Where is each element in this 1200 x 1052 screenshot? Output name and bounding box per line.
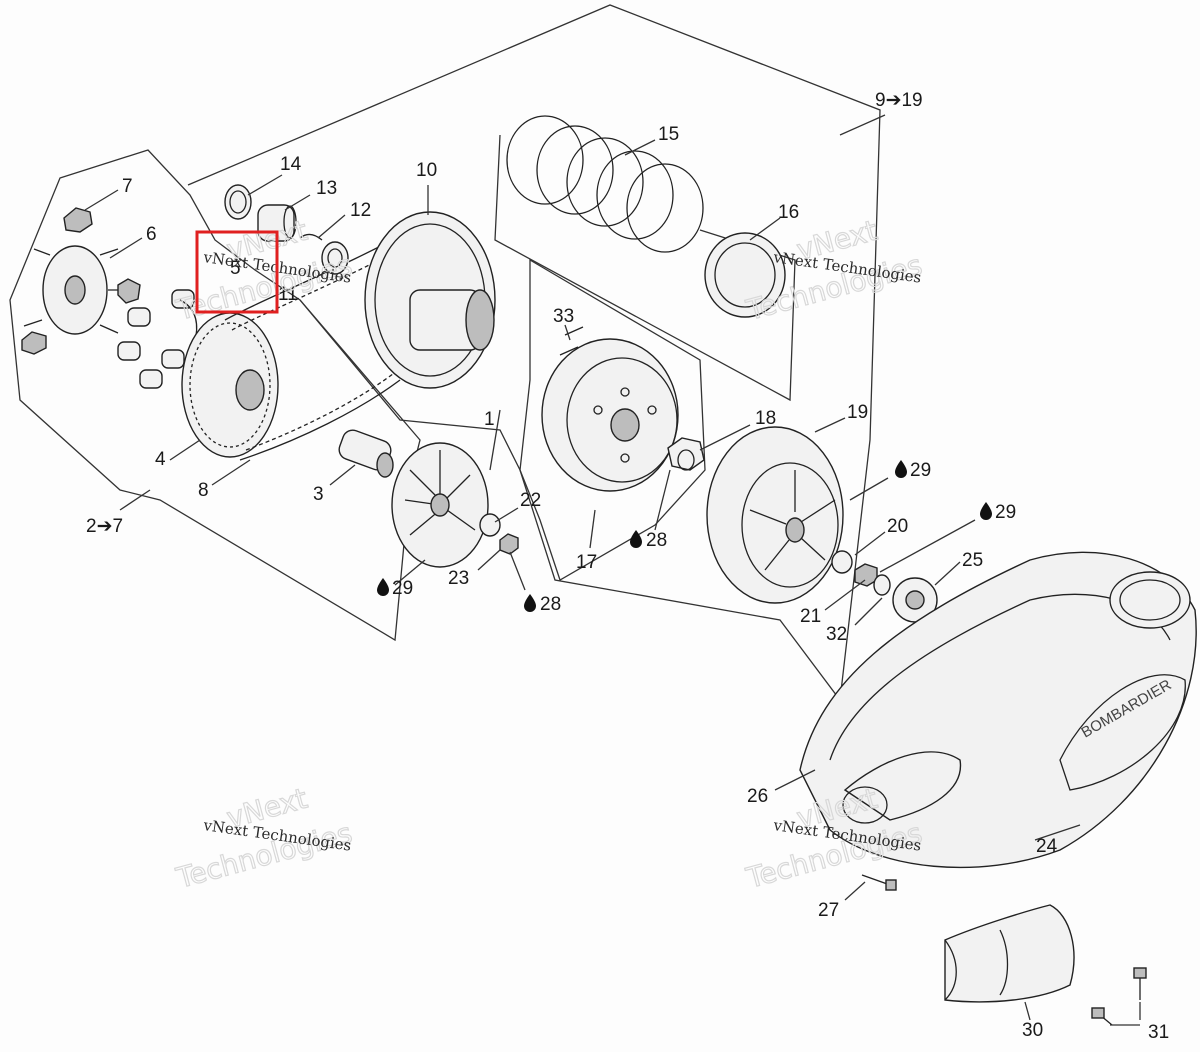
callout-13: 13 — [316, 178, 337, 199]
callout-9-19: 9➔19 — [875, 90, 923, 111]
part-27 — [861, 874, 897, 891]
callout-24: 24 — [1036, 836, 1058, 857]
part-17 — [541, 338, 679, 492]
group-outline-9-19 — [187, 4, 881, 702]
part-7 — [63, 207, 93, 233]
callout-22: 22 — [520, 490, 541, 511]
callout-32: 32 — [826, 624, 847, 645]
callout-11: 11 — [278, 284, 298, 305]
callout-19: 19 — [847, 402, 868, 423]
leader-2-7 — [119, 489, 151, 511]
part-6 — [23, 245, 128, 335]
part-20 — [831, 550, 853, 574]
part-24: BOMBARDIER — [799, 551, 1197, 869]
part-18 — [667, 437, 705, 471]
callout-8: 8 — [198, 480, 209, 501]
callout-12: 12 — [350, 200, 371, 221]
part-7b — [21, 331, 47, 355]
oil-drop-icon — [895, 460, 907, 478]
callout-29-top: 29 — [910, 460, 931, 481]
group-outline-17-18 — [519, 258, 706, 581]
callout-2-7: 2➔7 — [86, 516, 123, 537]
oil-drop-icon — [980, 502, 992, 520]
callout-25: 25 — [962, 550, 983, 571]
callout-7: 7 — [122, 176, 133, 197]
part-16 — [704, 232, 786, 318]
callout-15: 15 — [658, 124, 679, 145]
callout-30: 30 — [1022, 1020, 1043, 1041]
callout-18: 18 — [755, 408, 776, 429]
callout-23: 23 — [448, 568, 469, 589]
callout-33: 33 — [553, 306, 574, 327]
callout-labels: 1 2➔7 3 4 5 6 7 8 9➔19 10 11 12 13 14 15… — [86, 90, 1169, 1043]
watermark-bottom-left: vNext Technologies vNext Technologies — [172, 781, 356, 896]
part-23 — [499, 533, 519, 555]
callout-4: 4 — [155, 449, 166, 470]
part-14 — [224, 184, 252, 220]
part-26 — [842, 751, 962, 824]
callout-3: 3 — [313, 484, 324, 505]
callout-20: 20 — [887, 516, 908, 537]
callout-17: 17 — [576, 552, 597, 573]
part-12 — [321, 241, 349, 275]
part-15 — [506, 115, 704, 253]
part-3 — [338, 429, 394, 478]
callout-31: 31 — [1148, 1022, 1169, 1043]
callout-26: 26 — [747, 786, 768, 807]
lubricant-drop-icons — [377, 460, 992, 612]
part-1 — [391, 442, 489, 568]
callout-28-bottom: 28 — [540, 594, 561, 615]
part-6b — [117, 278, 141, 304]
callout-10: 10 — [416, 160, 437, 181]
oil-drop-icon — [377, 578, 389, 596]
callout-27: 27 — [818, 900, 839, 921]
part-19 — [706, 426, 844, 604]
oil-drop-icon — [630, 530, 642, 548]
leader-9-19 — [839, 114, 886, 136]
callout-6: 6 — [146, 224, 157, 245]
part-31 — [1091, 967, 1147, 1026]
callout-16: 16 — [778, 202, 799, 223]
callout-29-right: 29 — [995, 502, 1016, 523]
part-rollers — [117, 289, 198, 389]
part-11 — [299, 233, 323, 241]
oil-drop-icon — [524, 594, 536, 612]
part-10 — [364, 211, 496, 389]
callout-28-clutch: 28 — [646, 530, 667, 551]
callout-1: 1 — [484, 409, 495, 430]
part-32 — [873, 574, 891, 596]
part-30 — [944, 904, 1075, 1003]
callout-14: 14 — [280, 154, 302, 175]
callout-5: 5 — [230, 258, 241, 279]
part-22 — [479, 513, 501, 537]
callout-29-left: 29 — [392, 578, 413, 599]
highlight-box-part-5 — [195, 230, 279, 314]
callout-21: 21 — [800, 606, 821, 627]
part-4 — [181, 312, 279, 458]
leader-lines — [84, 139, 1141, 1026]
